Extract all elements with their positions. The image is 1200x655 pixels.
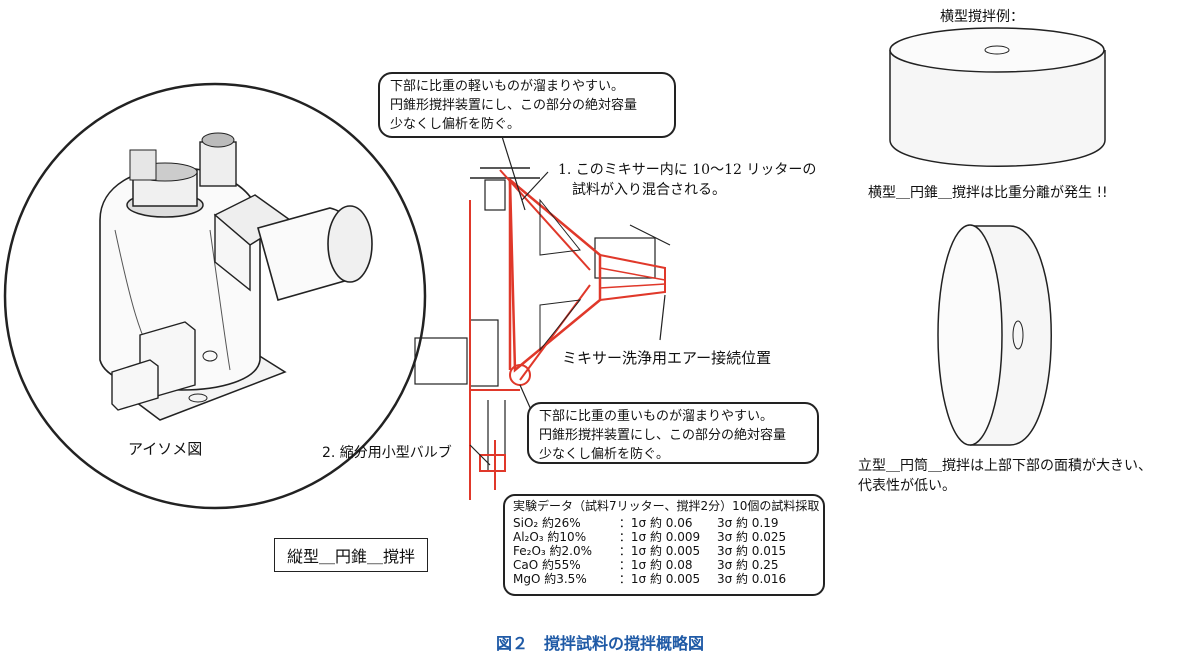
horizontal-cylinder-hole xyxy=(984,45,1010,55)
inlet-valve xyxy=(199,141,237,187)
vertical-drum-face xyxy=(937,224,1003,446)
experiment-cell-sigma3: 3σ 約 0.025 xyxy=(716,530,787,544)
drain-hole xyxy=(202,350,218,362)
experiment-cell-item: SiO₂ 約26% xyxy=(513,516,581,530)
horizontal-note: 横型＿円錐＿撹拌は比重分離が発生 !! xyxy=(868,185,1108,201)
callout-bottom-line1: 下部に比重の重いものが溜まりやすい。 xyxy=(539,409,774,424)
experiment-cell-sigma3: 3σ 約 0.25 xyxy=(716,558,779,572)
valve-label: 2. 縮分用小型バルブ xyxy=(322,445,452,461)
mixer-note-line2: 試料が入り混合される。 xyxy=(572,182,726,198)
experiment-cell-item: Al₂O₃ 約10% xyxy=(513,530,587,544)
experiment-cell-sigma1: ：1σ 約 0.08 xyxy=(618,558,693,572)
vertical-note: 立型＿円筒＿撹拌は上部下部の面積が大きい、 代表性が低い。 xyxy=(858,456,1152,496)
experiment-cell-item: CaO 約55% xyxy=(513,558,581,572)
gearbox-side xyxy=(214,213,251,292)
experiment-cell-sigma1: ：1σ 約 0.005 xyxy=(618,544,701,558)
base-hole xyxy=(188,393,208,403)
callout-bottom: 下部に比重の重いものが溜まりやすい。 円錐形撹拌装置にし、この部分の絶対容量 少… xyxy=(527,402,819,464)
mixer-note: 1. このミキサー内に 10〜12 リッターの 試料が入り混合される。 xyxy=(558,160,816,200)
vessel-edge-line xyxy=(209,229,231,371)
callout-top-line3: 少なくし偏析を防ぐ。 xyxy=(390,117,521,132)
mixer-note-line1: 1. このミキサー内に 10〜12 リッターの xyxy=(558,162,817,178)
isometric-circle xyxy=(3,82,427,510)
horizontal-cylinder-top xyxy=(889,27,1105,73)
horizontal-cylinder-body xyxy=(889,50,1106,167)
vertical-mixer-example xyxy=(937,224,1052,446)
experiment-cell-sigma3: 3σ 約 0.016 xyxy=(716,572,787,586)
experiment-cell-item: Fe₂O₃ 約2.0% xyxy=(513,544,592,558)
valve-top xyxy=(201,132,235,148)
figure-caption: 図２ 撹拌試料の撹拌概略図 xyxy=(495,634,704,653)
air-port-label: ミキサー洗浄用エアー接続位置 xyxy=(562,349,772,367)
experiment-row: Fe₂O₃ 約2.0% ：1σ 約 0.005 3σ 約 0.015 xyxy=(513,544,815,558)
experiment-cell-sigma1: ：1σ 約 0.005 xyxy=(618,572,701,586)
experiment-row: Al₂O₃ 約10% ：1σ 約 0.009 3σ 約 0.025 xyxy=(513,530,815,544)
experiment-cell-sigma3: 3σ 約 0.015 xyxy=(716,544,787,558)
outlet-valve xyxy=(111,359,159,411)
experiment-cell-item: MgO 約3.5% xyxy=(513,572,587,586)
vertical-note-line2: 代表性が低い。 xyxy=(858,478,956,494)
inlet-elbow xyxy=(129,149,157,181)
vertical-note-line1: 立型＿円筒＿撹拌は上部下部の面積が大きい、 xyxy=(858,458,1152,474)
callout-bottom-line2: 円錐形撹拌装置にし、この部分の絶対容量 xyxy=(539,428,787,443)
experiment-cell-sigma1: ：1σ 約 0.06 xyxy=(618,516,693,530)
vertical-drum-hole xyxy=(1012,320,1024,350)
experiment-data-box: 実験データ（試料7リッター、撹拌2分）10個の試料採取 SiO₂ 約26% ：1σ… xyxy=(503,494,825,596)
experiment-row: SiO₂ 約26% ：1σ 約 0.06 3σ 約 0.19 xyxy=(513,516,815,530)
isometric-label: アイソメ図 xyxy=(128,440,203,458)
vertical-cone-label: 縦型＿円錐＿撹拌 xyxy=(274,538,429,572)
isometric-view xyxy=(3,82,427,510)
experiment-row: MgO 約3.5% ：1σ 約 0.005 3σ 約 0.016 xyxy=(513,572,815,586)
experiment-cell-sigma3: 3σ 約 0.19 xyxy=(716,516,779,530)
horizontal-example-title: 横型撹拌例： xyxy=(940,9,1024,25)
motor-end xyxy=(327,205,373,283)
experiment-title: 実験データ（試料7リッター、撹拌2分）10個の試料採取 xyxy=(513,499,820,513)
cone-mixer-outline xyxy=(508,177,602,373)
callout-bottom-line3: 少なくし偏析を防ぐ。 xyxy=(539,447,670,462)
callout-top-line1: 下部に比重の軽いものが溜まりやすい。 xyxy=(390,79,625,94)
experiment-cell-sigma1: ：1σ 約 0.009 xyxy=(618,530,701,544)
experiment-row: CaO 約55% ：1σ 約 0.08 3σ 約 0.25 xyxy=(513,558,815,572)
cross-section-drawing xyxy=(414,129,671,500)
callout-top: 下部に比重の軽いものが溜まりやすい。 円錐形撹拌装置にし、この部分の絶対容量 少… xyxy=(378,72,676,138)
horizontal-mixer-example xyxy=(889,27,1106,167)
callout-top-line2: 円錐形撹拌装置にし、この部分の絶対容量 xyxy=(390,98,638,113)
